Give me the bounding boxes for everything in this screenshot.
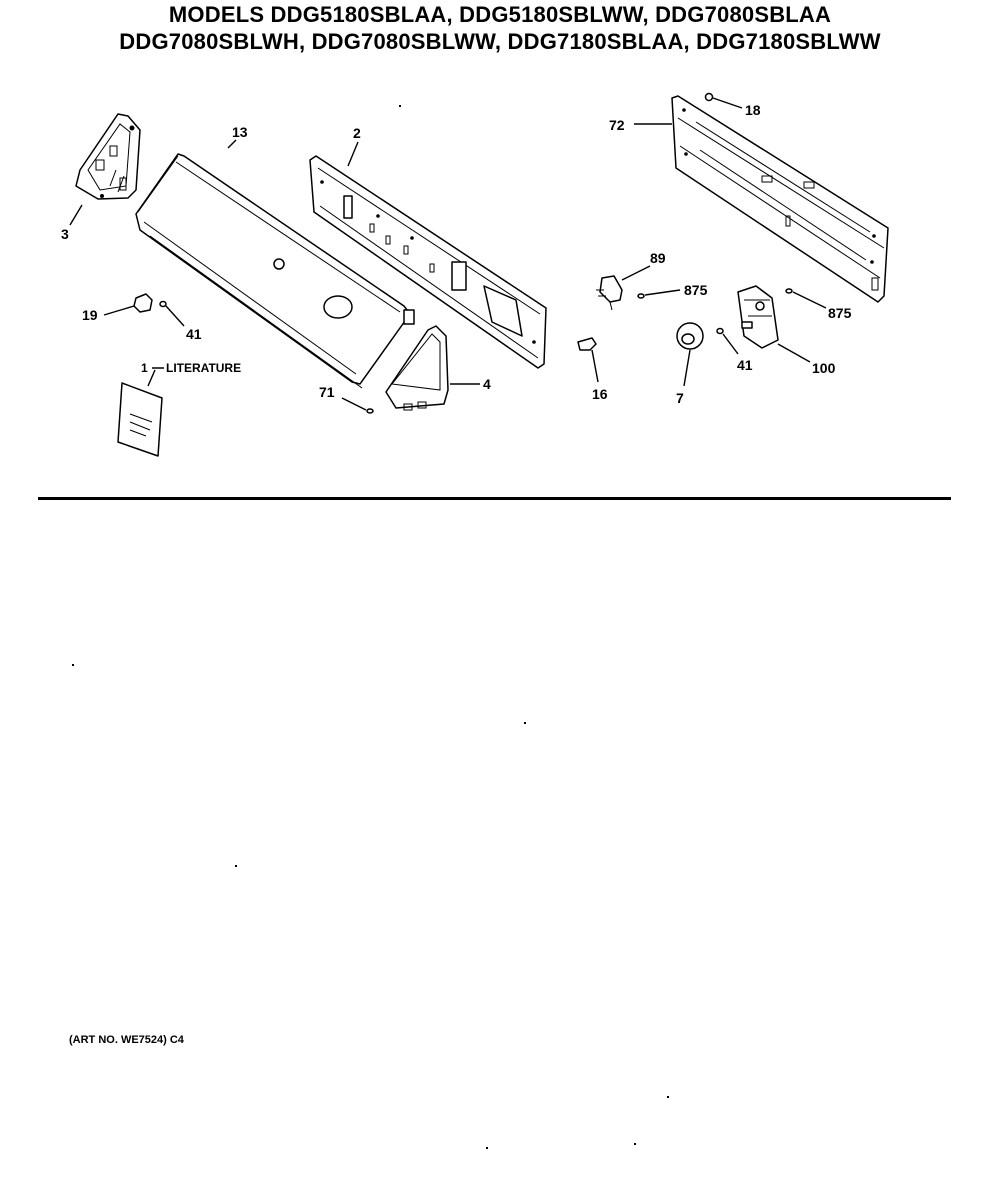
diagram-title-line-1: MODELS DDG5180SBLAA, DDG5180SBLWW, DDG70…	[168, 2, 832, 27]
leader-875-right	[792, 291, 827, 309]
callout-1: 1	[141, 361, 148, 375]
leader-7	[683, 349, 691, 387]
leader-41-right	[722, 333, 739, 355]
scan-speck	[235, 865, 237, 867]
part-2-panel-bracket	[309, 155, 547, 369]
part-89-switch	[596, 275, 623, 311]
callout-19: 19	[82, 307, 98, 323]
leader-41-left	[165, 305, 185, 327]
callout-41-right: 41	[737, 357, 753, 373]
callout-7: 7	[676, 390, 684, 406]
part-875-screw-right	[785, 288, 793, 294]
leader-3	[69, 204, 83, 226]
part-19-clip	[133, 293, 153, 313]
callout-18: 18	[745, 102, 761, 118]
part-16-shaft	[577, 337, 597, 351]
part-71-screw	[341, 397, 374, 414]
callout-13: 13	[232, 124, 248, 140]
part-4-right-end-cap	[385, 325, 449, 411]
callout-875-right: 875	[828, 305, 852, 321]
callout-89: 89	[650, 250, 666, 266]
leader-100	[777, 343, 811, 363]
callout-41-left: 41	[186, 326, 202, 342]
part-100-timer	[737, 285, 779, 349]
leader-2	[347, 141, 359, 167]
part-7-knob	[676, 322, 704, 350]
scan-speck	[524, 722, 526, 724]
diagram-title-line-2: DDG7080SBLWH, DDG7080SBLWW, DDG7180SBLAA…	[119, 29, 881, 54]
callout-72: 72	[609, 117, 625, 133]
scan-speck	[486, 1147, 488, 1149]
scan-speck	[667, 1096, 669, 1098]
part-13-control-panel	[135, 153, 415, 389]
callout-71: 71	[319, 384, 335, 400]
leader-13	[227, 139, 237, 149]
callout-4: 4	[483, 376, 491, 392]
leader-89	[621, 265, 651, 281]
part-41-fastener-right	[716, 327, 724, 335]
leader-1	[147, 367, 164, 387]
part-3-left-end-cap	[75, 113, 141, 200]
leader-18	[712, 97, 743, 109]
scan-speck	[399, 105, 401, 107]
art-number: (ART NO. WE7524) C4	[69, 1034, 184, 1046]
scan-speck	[72, 664, 74, 666]
callout-100: 100	[812, 360, 836, 376]
part-875-screw-left	[637, 293, 645, 299]
part-72-rear-bracket-plate	[671, 95, 889, 303]
callout-3: 3	[61, 226, 69, 242]
section-divider-rule	[38, 497, 951, 500]
callout-literature: LITERATURE	[166, 361, 241, 375]
callout-2: 2	[353, 125, 361, 141]
part-41-fastener-left	[159, 300, 167, 308]
part-18-screw	[704, 92, 714, 102]
part-1-literature-envelope	[117, 382, 163, 457]
callout-16: 16	[592, 386, 608, 402]
callout-875-left: 875	[684, 282, 708, 298]
leader-875-left	[644, 289, 681, 296]
scan-speck	[634, 1143, 636, 1145]
leader-19	[103, 305, 135, 316]
leader-16	[591, 349, 599, 383]
